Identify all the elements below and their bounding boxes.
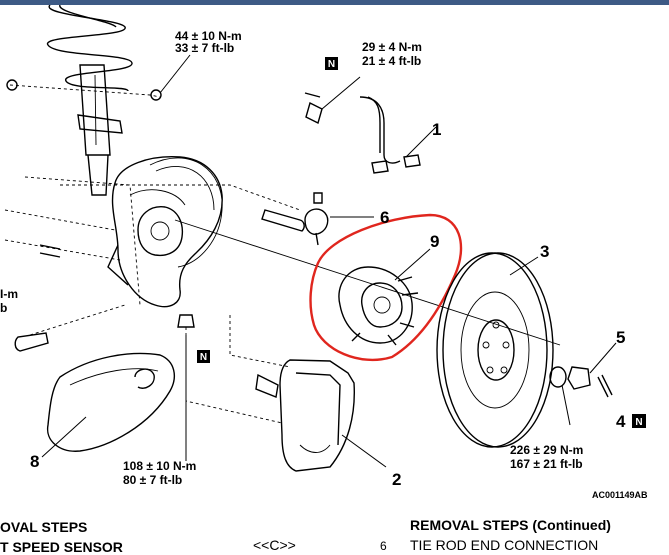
tie-rod-end <box>261 192 329 246</box>
caliper-bolt-axis-upper <box>229 315 291 368</box>
n-badge-caliper-bolt: N <box>197 350 210 363</box>
suspension-exploded-diagram: 44 ± 10 N-m 33 ± 7 ft-lb 29 ± 4 N-m 21 ±… <box>0 5 648 500</box>
caliper-torque-metric: 108 ± 10 N-m <box>123 459 196 473</box>
strut-top-nut <box>150 89 162 101</box>
caliper-bolt <box>177 314 195 328</box>
n-badge-cotter-pin: N <box>632 414 646 428</box>
window-top-bar <box>0 0 669 5</box>
svg-text:N: N <box>328 59 335 70</box>
callout-2: 2 <box>392 470 401 489</box>
hub-bearing <box>338 266 419 346</box>
left-torque-fragment-metric: I-m <box>0 287 18 301</box>
removal-steps-left-heading: OVAL STEPS <box>0 519 88 535</box>
knuckle-outline-dashed <box>24 176 141 306</box>
callout-9: 9 <box>430 232 439 251</box>
callout-1: 1 <box>432 120 441 139</box>
caliper-torque-imperial: 80 ± 7 ft-lb <box>123 473 182 487</box>
bolt-left-lower <box>14 332 49 352</box>
removal-steps-left-item: T SPEED SENSOR <box>0 539 123 555</box>
upper-dashed-line <box>60 184 301 211</box>
brake-rotor <box>436 252 554 448</box>
sensor-bolt <box>305 101 323 125</box>
removal-steps-right-item: TIE ROD END CONNECTION <box>410 537 599 553</box>
hub-nut-torque-metric: 226 ± 29 N-m <box>510 443 583 457</box>
callout-6: 6 <box>380 208 389 227</box>
strut-assembly <box>47 5 133 196</box>
callout-5: 5 <box>616 328 625 347</box>
removal-step-number: 6 <box>380 539 387 553</box>
highlight-circle <box>309 213 463 362</box>
knuckle-bolt-axis-mid <box>4 239 121 261</box>
callout-8: 8 <box>30 452 39 471</box>
dust-shield <box>149 157 223 268</box>
n-badge-sensor: N <box>325 57 338 70</box>
bolt-left-mid <box>39 244 61 258</box>
wheel-axis-line <box>174 219 561 346</box>
strut-torque-imperial: 33 ± 7 ft-lb <box>175 41 234 55</box>
knuckle-bolt-axis-lower <box>29 304 126 336</box>
hub-nut-torque-imperial: 167 ± 21 ft-lb <box>510 457 583 471</box>
figure-id: AC001149AB <box>592 490 648 500</box>
step-marker: <<C>> <box>253 537 296 553</box>
svg-text:N: N <box>200 352 207 363</box>
knuckle-bolt-axis-upper <box>4 209 116 231</box>
caliper-bolt-axis-lower <box>185 327 283 424</box>
hub-nut-washer <box>549 366 591 390</box>
wheel-speed-sensor <box>359 96 421 174</box>
steering-knuckle <box>107 156 223 308</box>
brake-caliper <box>255 359 355 472</box>
cotter-pin <box>597 374 613 398</box>
sensor-clip <box>304 92 321 98</box>
sensor-torque-metric: 29 ± 4 N-m <box>362 40 422 54</box>
strut-torque-metric: 44 ± 10 N-m <box>175 29 242 43</box>
upper-left-bolt <box>6 79 18 91</box>
left-torque-fragment-imperial: b <box>0 301 7 315</box>
removal-steps-right-heading: REMOVAL STEPS (Continued) <box>410 517 611 533</box>
callout-3: 3 <box>540 242 549 261</box>
callout-4: 4 <box>616 412 626 431</box>
strut-bolt-axis <box>9 84 161 98</box>
leader-lines <box>41 54 617 468</box>
lower-control-arm <box>46 352 176 452</box>
sensor-torque-imperial: 21 ± 4 ft-lb <box>362 54 421 68</box>
svg-text:N: N <box>635 417 642 428</box>
